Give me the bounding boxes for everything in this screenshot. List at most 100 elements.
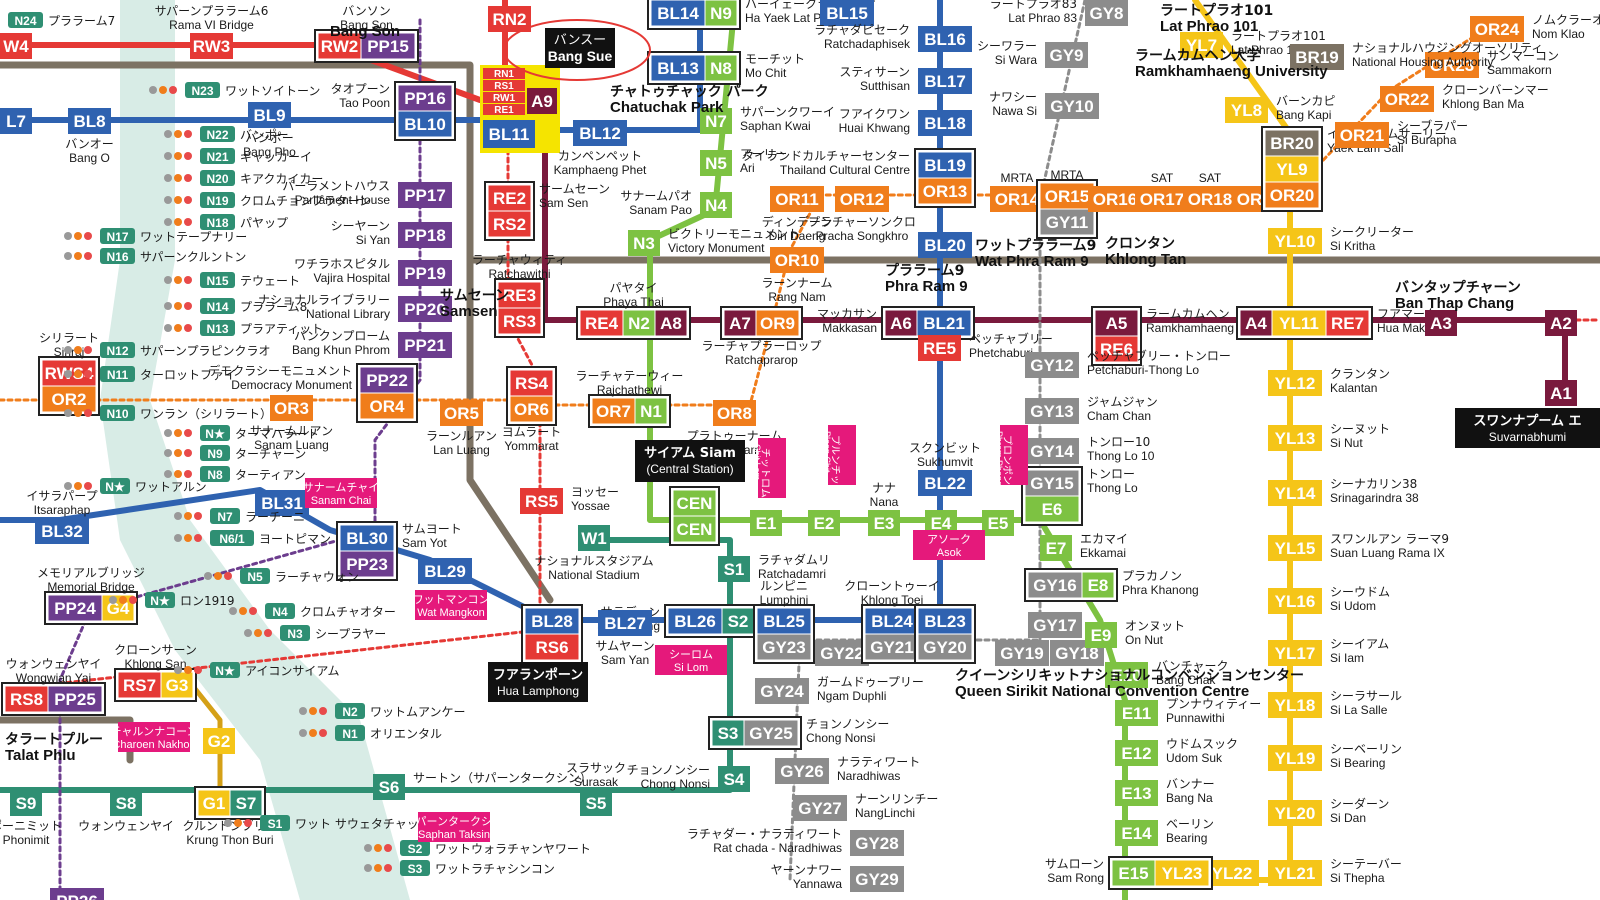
station-gy19[interactable]: GY19 — [995, 640, 1049, 666]
station-siriraj[interactable]: RWS4OR2シリラートSiriraj — [38, 331, 100, 416]
station-bl15[interactable]: BL15 — [820, 0, 874, 26]
station-bl29[interactable]: BL29 — [418, 558, 472, 584]
station-or16[interactable]: OR16 — [1088, 186, 1142, 212]
station-s9[interactable]: S9ポーニミットPhonimit — [0, 790, 62, 847]
station-e1[interactable]: E1 — [750, 510, 782, 536]
station-e5[interactable]: E5 — [982, 510, 1014, 536]
station-bl7[interactable]: L7 — [0, 108, 32, 134]
station-g2[interactable]: G2 — [203, 728, 235, 754]
station-rw4[interactable]: W4 — [0, 33, 32, 59]
station-bl20[interactable]: BL20 — [918, 232, 972, 258]
station-gy22[interactable]: GY22 — [815, 640, 869, 666]
boat-pier[interactable]: N★ワットアルン — [64, 478, 207, 494]
station-bl31[interactable]: BL31 — [255, 490, 309, 516]
station-e2[interactable]: E2 — [808, 510, 840, 536]
boat-pier[interactable]: N★アイコンサイアム — [174, 662, 340, 678]
